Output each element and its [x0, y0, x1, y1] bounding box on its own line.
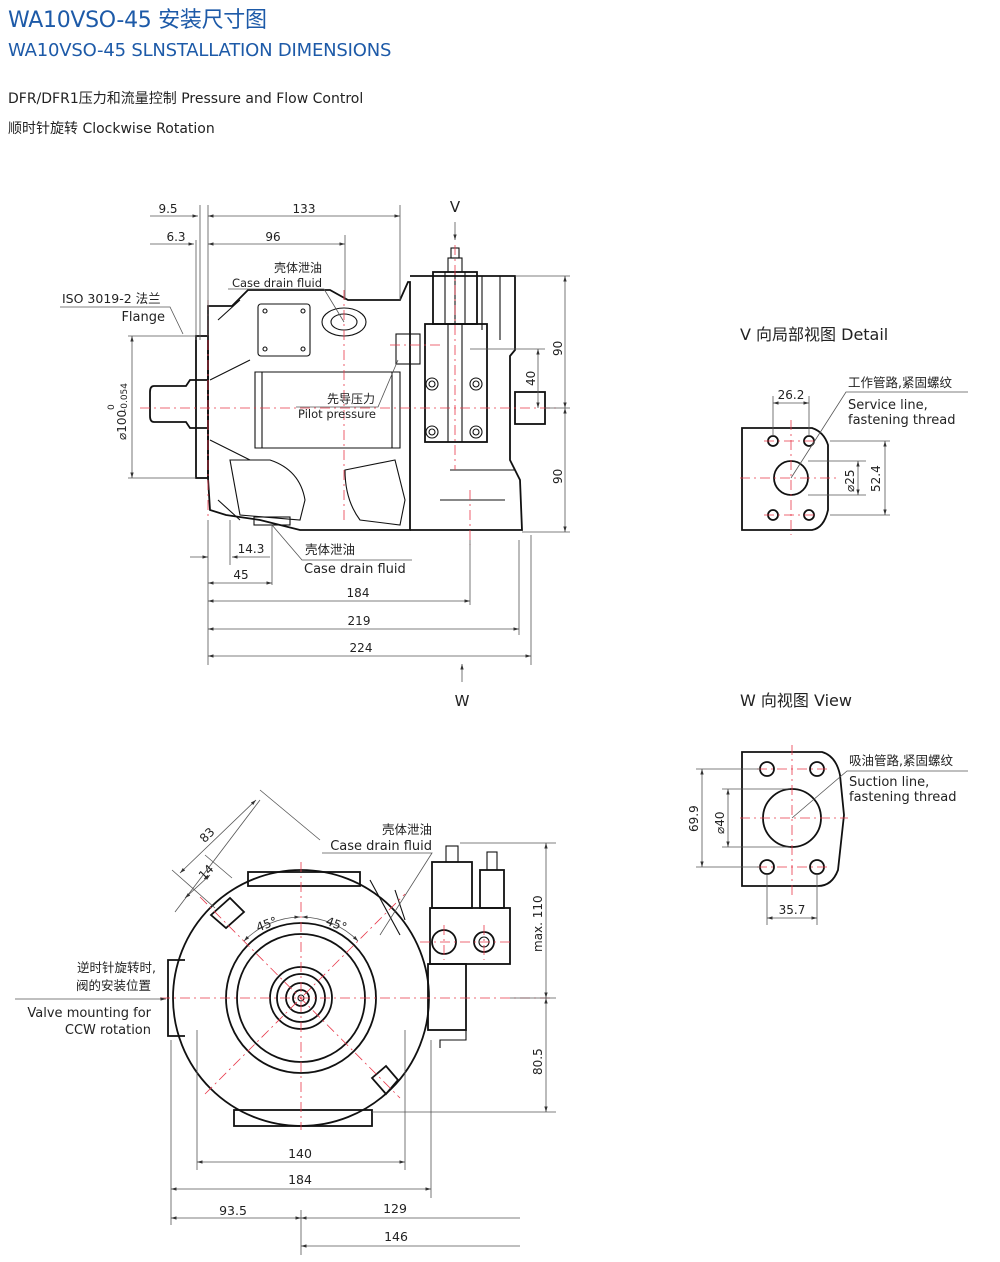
side-view: 9.5 6.3 133 96 V 壳体泄油 Case drain fluid I…	[60, 198, 570, 710]
dim-133: 133	[293, 202, 316, 216]
front-view: 45° 45° 83 14 逆时针旋转时, 阀的安装位置 Valve mount…	[15, 789, 556, 1255]
cover-plate	[257, 303, 311, 357]
rear-housing	[410, 275, 523, 531]
flange-tol-upper: 0	[107, 404, 117, 410]
w-view-title: W 向视图 View	[740, 691, 852, 710]
drive-shaft	[149, 379, 208, 429]
v-dim-26-2: 26.2	[778, 388, 805, 402]
front-case-drain-en: Case drain fluid	[330, 839, 432, 854]
pilot-fitting	[395, 333, 421, 365]
dim-14: 14	[196, 862, 217, 883]
angle-left-45: 45°	[254, 914, 279, 934]
v-dim-52-4: 52.4	[869, 465, 883, 492]
pilot-label-cn: 先导压力	[327, 392, 375, 406]
v-detail-title: V 向局部视图 Detail	[740, 325, 888, 344]
dim-140: 140	[288, 1146, 312, 1161]
dim-96: 96	[265, 230, 280, 244]
dim-80-5: 80.5	[531, 1048, 545, 1075]
valve-mount-label-en-2: CCW rotation	[65, 1023, 151, 1038]
angle-right-45: 45°	[324, 914, 349, 934]
dim-max-110: max. 110	[531, 895, 545, 952]
pump-housing	[207, 281, 411, 531]
view-marker-v: V	[450, 198, 461, 216]
w-dim-35-7: 35.7	[779, 903, 806, 917]
page-title-en: WA10VSO-45 SLNSTALLATION DIMENSIONS	[8, 40, 392, 61]
case-drain-bottom-en: Case drain fluid	[304, 562, 406, 577]
valve-mount-label-cn-2: 阀的安装位置	[76, 978, 151, 993]
dim-129: 129	[383, 1201, 407, 1216]
dim-90-top: 90	[551, 341, 565, 356]
dim-90-bottom: 90	[551, 469, 565, 484]
v-label-cn: 工作管路,紧固螺纹	[848, 375, 952, 390]
dim-6-3: 6.3	[166, 230, 185, 244]
pilot-label-en: Pilot pressure	[298, 407, 376, 421]
dim-146: 146	[384, 1229, 408, 1244]
dim-224: 224	[350, 641, 373, 655]
w-dim-bore: ⌀40	[713, 812, 727, 835]
case-drain-bottom-cn: 壳体泄油	[305, 542, 355, 557]
page-title-cn: WA10VSO-45 安装尺寸图	[8, 8, 267, 33]
dim-83: 83	[197, 825, 218, 846]
flange-dia-dim: ⌀100	[115, 410, 129, 440]
mounting-flange	[195, 335, 209, 479]
valve-mount-label-cn-1: 逆时针旋转时,	[77, 960, 156, 975]
dim-184-front: 184	[288, 1172, 312, 1187]
w-flange-outline	[741, 751, 845, 887]
case-drain-top-en: Case drain fluid	[232, 276, 322, 290]
w-label-en-1: Suction line,	[849, 775, 929, 790]
flange-tol-lower: -0.054	[120, 383, 130, 412]
v-label-en-2: fastening thread	[848, 413, 956, 428]
w-dim-69-9: 69.9	[687, 805, 701, 832]
control-valve-front	[429, 907, 511, 965]
dim-45: 45	[233, 568, 248, 582]
v-label-en-1: Service line,	[848, 398, 928, 413]
dim-93-5: 93.5	[219, 1203, 247, 1218]
dim-14-3: 14.3	[238, 542, 265, 556]
valve-body-lower	[427, 963, 467, 1031]
case-drain-top-cn: 壳体泄油	[274, 261, 322, 275]
dim-40: 40	[524, 371, 538, 386]
v-detail-view: V 向局部视图 Detail 26.2 ⌀25 52.4 工作管路,紧固螺纹 S…	[740, 325, 968, 535]
v-flange-outline	[741, 427, 829, 531]
w-label-cn: 吸油管路,紧固螺纹	[849, 753, 953, 768]
view-marker-w: W	[455, 692, 470, 710]
w-label-en-2: fastening thread	[849, 790, 957, 805]
dim-219: 219	[348, 614, 371, 628]
control-type-label: DFR/DFR1压力和流量控制 Pressure and Flow Contro…	[8, 91, 364, 107]
front-case-drain-cn: 壳体泄油	[382, 822, 432, 837]
v-dim-bore: ⌀25	[843, 470, 857, 493]
dim-9-5: 9.5	[158, 202, 177, 216]
valve-mount-label-en-1: Valve mounting for	[27, 1006, 151, 1021]
flange-label-cn: ISO 3019-2 法兰	[62, 291, 161, 306]
w-view: W 向视图 View 69.9 ⌀40 35.7 吸油管路,紧固螺纹 Sucti…	[687, 691, 968, 925]
dim-184-side: 184	[347, 586, 370, 600]
rotation-label: 顺时针旋转 Clockwise Rotation	[8, 121, 215, 137]
flange-label-en: Flange	[121, 310, 165, 325]
